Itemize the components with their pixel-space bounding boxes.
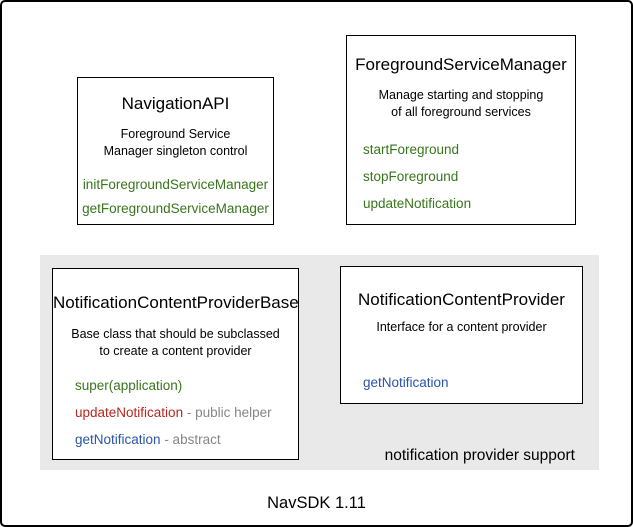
class-title-notification-content-provider-base: NotificationContentProviderBase xyxy=(53,293,299,312)
method-getNotification: getNotification - abstract xyxy=(75,433,298,447)
description-line: Foreground Service xyxy=(120,127,231,141)
method-annotation: - abstract xyxy=(160,432,221,447)
description-line: of all foreground services xyxy=(391,105,531,119)
class-title-notification-content-provider: NotificationContentProvider xyxy=(358,290,565,309)
region-label: notification provider support xyxy=(384,447,575,464)
class-description-notification-content-provider-base: Base class that should be subclassed to … xyxy=(53,326,298,360)
method-list: super(application) updateNotification - … xyxy=(53,379,298,447)
method-getNotification: getNotification xyxy=(363,375,449,390)
diagram-caption: NavSDK 1.11 xyxy=(267,494,366,512)
class-description-navigation-api: Foreground Service Manager singleton con… xyxy=(78,126,273,160)
method-list: initForegroundServiceManager getForegrou… xyxy=(78,178,273,216)
class-box-foreground-service-manager: ForegroundServiceManager Manage starting… xyxy=(346,35,576,225)
method-getForegroundServiceManager: getForegroundServiceManager xyxy=(82,201,269,216)
method-stopForeground: stopForeground xyxy=(363,169,459,184)
class-box-notification-content-provider: NotificationContentProvider Interface fo… xyxy=(340,266,583,404)
method-name: super(application) xyxy=(75,378,183,393)
class-box-navigation-api: NavigationAPI Foreground Service Manager… xyxy=(77,77,274,225)
method-annotation: - public helper xyxy=(183,405,272,420)
class-description-foreground-service-manager: Manage starting and stopping of all fore… xyxy=(347,87,575,121)
method-updateNotification: updateNotification - public helper xyxy=(75,406,298,420)
method-list: startForeground stopForeground updateNot… xyxy=(347,143,575,211)
method-name: updateNotification xyxy=(75,405,184,420)
class-title-foreground-service-manager: ForegroundServiceManager xyxy=(355,55,567,74)
description-line: Base class that should be subclassed xyxy=(71,327,280,341)
method-initForegroundServiceManager: initForegroundServiceManager xyxy=(82,177,269,192)
description-line: Interface for a content provider xyxy=(376,320,547,334)
method-super-application: super(application) xyxy=(75,379,298,393)
method-list: getNotification xyxy=(341,376,582,390)
method-startForeground: startForeground xyxy=(363,142,460,157)
description-line: Manager singleton control xyxy=(103,144,248,158)
class-box-notification-content-provider-base: NotificationContentProviderBase Base cla… xyxy=(52,268,299,460)
method-updateNotification: updateNotification xyxy=(363,196,472,211)
class-title-navigation-api: NavigationAPI xyxy=(121,94,230,113)
method-name: getNotification xyxy=(75,432,161,447)
description-line: to create a content provider xyxy=(99,344,252,358)
class-description-notification-content-provider: Interface for a content provider xyxy=(341,319,582,336)
description-line: Manage starting and stopping xyxy=(378,88,544,102)
